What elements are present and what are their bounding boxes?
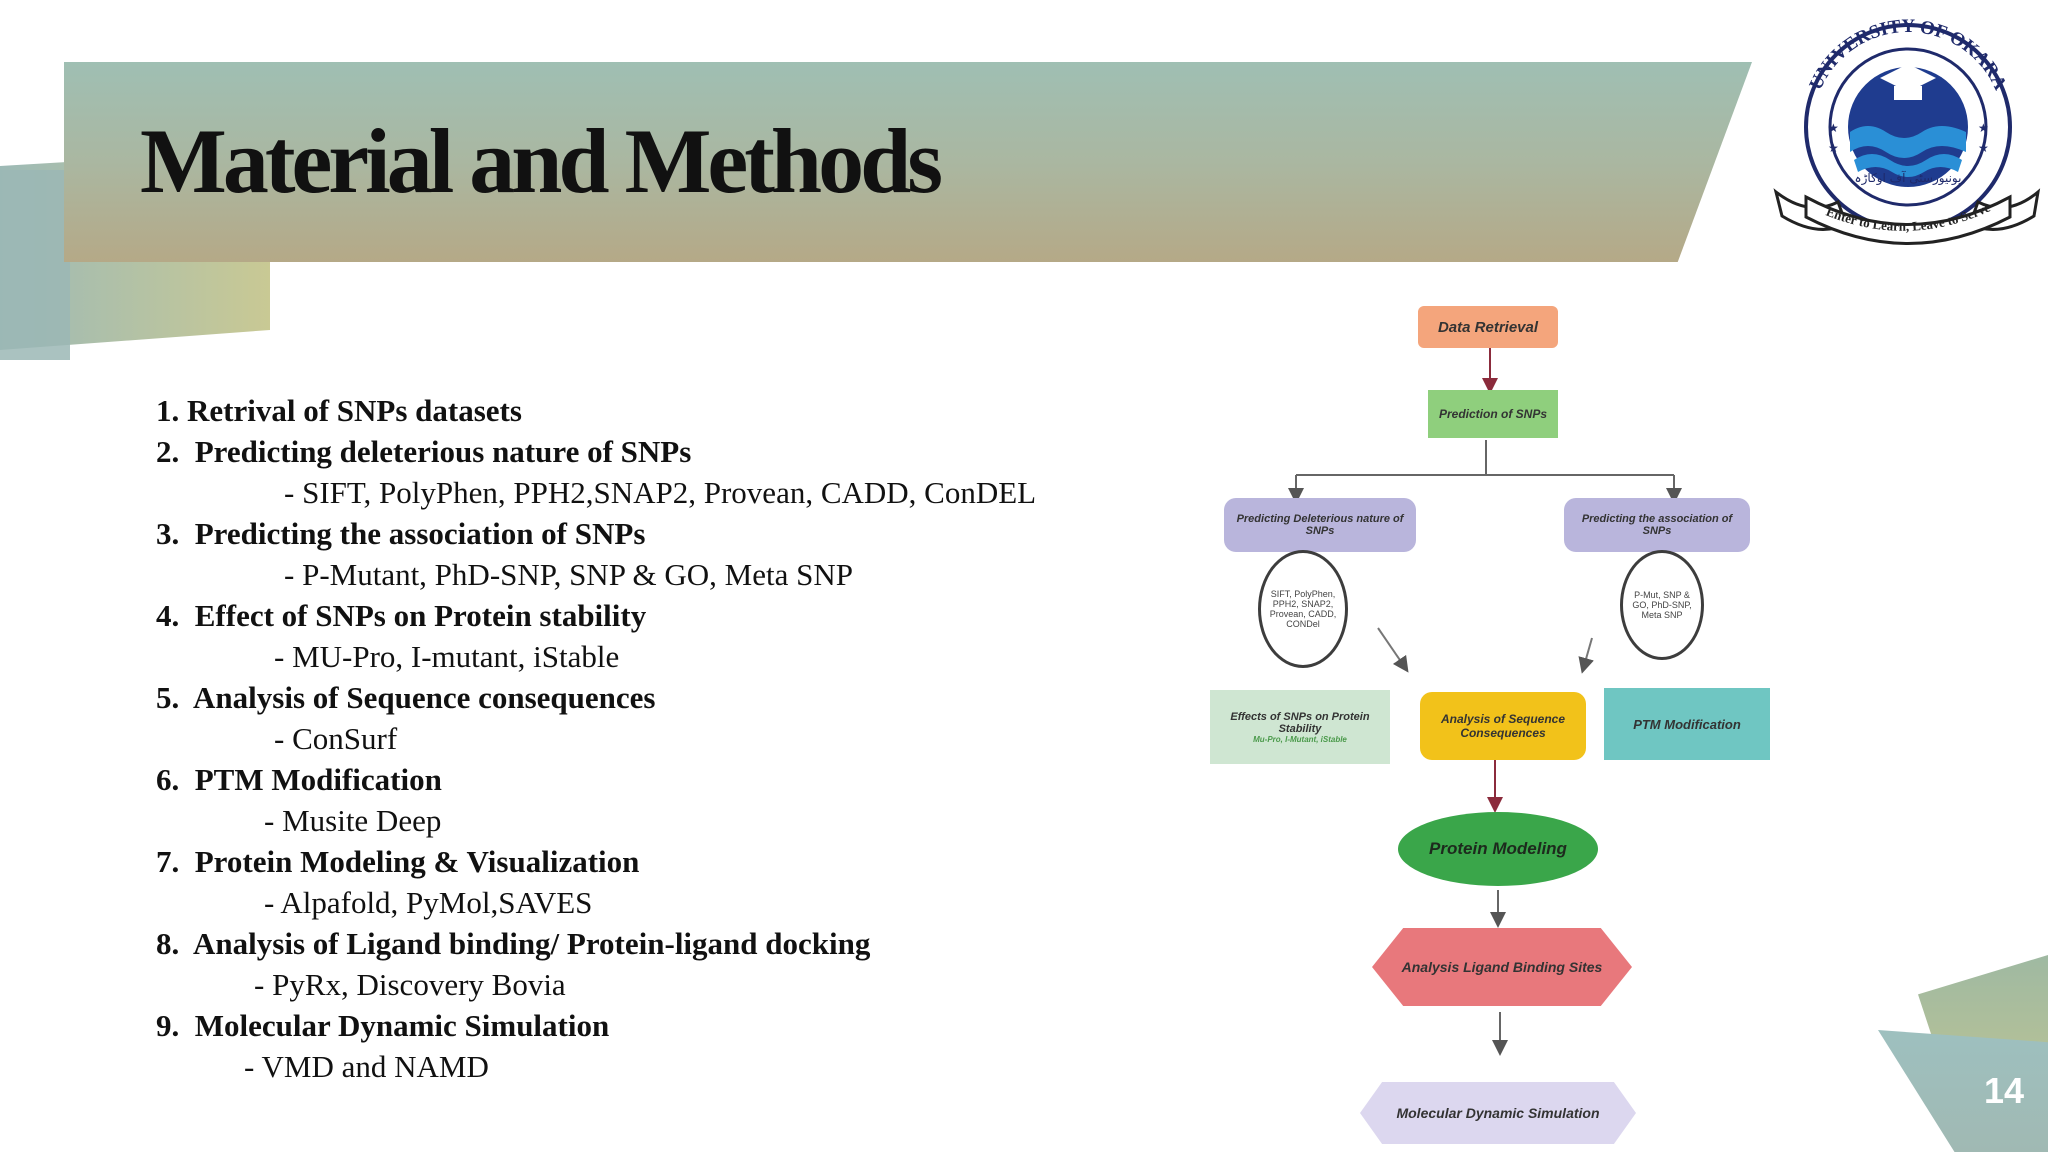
flow-node-protein-modeling: Protein Modeling xyxy=(1398,812,1598,886)
method-number: 8. xyxy=(156,926,180,961)
flow-node-predicting-deleterious: Predicting Deleterious nature of SNPs xyxy=(1224,498,1416,552)
flow-node-sequence-consequences: Analysis of Sequence Consequences xyxy=(1420,692,1586,760)
method-number: 3. xyxy=(156,516,180,551)
method-number: 1. xyxy=(156,393,180,428)
method-item-9: 9. Molecular Dynamic Simulation xyxy=(156,1005,1036,1046)
flowchart-connectors xyxy=(1288,348,1682,1056)
method-title: PTM Modification xyxy=(194,762,442,797)
method-tools: - MU-Pro, I-mutant, iStable xyxy=(274,639,620,674)
svg-text:★: ★ xyxy=(1978,141,1989,155)
method-tools: - ConSurf xyxy=(274,721,398,756)
method-tools: - VMD and NAMD xyxy=(244,1049,489,1084)
method-tools: - Alpafold, PyMol,SAVES xyxy=(264,885,593,920)
method-title: Analysis of Sequence consequences xyxy=(193,680,656,715)
method-number: 9. xyxy=(156,1008,180,1043)
method-title: Predicting the association of SNPs xyxy=(194,516,646,551)
flow-node-prediction-of-snps: Prediction of SNPs xyxy=(1428,390,1558,438)
method-number: 6. xyxy=(156,762,180,797)
method-number: 2. xyxy=(156,434,180,469)
svg-text:★: ★ xyxy=(1978,121,1989,135)
method-title: Predicting deleterious nature of SNPs xyxy=(194,434,692,469)
flow-tools-association: P-Mut, SNP & GO, PhD-SNP, Meta SNP xyxy=(1620,550,1704,660)
methods-list: 1. Retrival of SNPs datasets 2. Predicti… xyxy=(156,390,1036,1087)
university-logo: UNIVERSITY OF OKARA ★ ★ ★ ★ Enter to Lea… xyxy=(1773,16,2041,245)
method-tools: - Musite Deep xyxy=(264,803,442,838)
method-number: 5. xyxy=(156,680,180,715)
methods-flowchart: Data Retrieval Prediction of SNPs Predic… xyxy=(1200,300,1800,1150)
method-item-2: 2. Predicting deleterious nature of SNPs xyxy=(156,431,1036,472)
method-title: Protein Modeling & Visualization xyxy=(194,844,640,879)
method-number: 7. xyxy=(156,844,180,879)
flow-tools-deleterious: SIFT, PolyPhen, PPH2, SNAP2, Provean, CA… xyxy=(1258,550,1348,668)
flow-node-ligand-binding: Analysis Ligand Binding Sites xyxy=(1372,928,1632,1006)
page-number: 14 xyxy=(1983,1070,2024,1111)
method-title: Effect of SNPs on Protein stability xyxy=(194,598,647,633)
method-item-8: 8. Analysis of Ligand binding/ Protein-l… xyxy=(156,923,1036,964)
svg-text:★: ★ xyxy=(1828,121,1839,135)
flow-node-protein-stability: Effects of SNPs on Protein Stability Mu-… xyxy=(1210,690,1390,764)
method-item-7: 7. Protein Modeling & Visualization xyxy=(156,841,1036,882)
method-item-1: 1. Retrival of SNPs datasets xyxy=(156,390,1036,431)
method-item-3: 3. Predicting the association of SNPs xyxy=(156,513,1036,554)
title-banner xyxy=(64,62,1752,262)
svg-text:★: ★ xyxy=(1828,141,1839,155)
flow-node-predicting-association: Predicting the association of SNPs xyxy=(1564,498,1750,552)
method-item-6: 6. PTM Modification xyxy=(156,759,1036,800)
method-number: 4. xyxy=(156,598,180,633)
method-title: Retrival of SNPs datasets xyxy=(187,393,522,428)
method-item-4: 4. Effect of SNPs on Protein stability xyxy=(156,595,1036,636)
method-tools: - P-Mutant, PhD-SNP, SNP & GO, Meta SNP xyxy=(284,557,853,592)
logo-urdu-text: یونیورسٹی آف اوکاڑہ xyxy=(1855,170,1962,186)
flow-node-data-retrieval: Data Retrieval xyxy=(1418,306,1558,348)
method-title: Molecular Dynamic Simulation xyxy=(194,1008,610,1043)
decor-shape-left-edge xyxy=(0,170,70,360)
flow-node-ptm-modification: PTM Modification xyxy=(1604,688,1770,760)
method-title: Analysis of Ligand binding/ Protein-liga… xyxy=(193,926,871,961)
flow-node-molecular-dynamics: Molecular Dynamic Simulation xyxy=(1360,1082,1636,1144)
method-tools: - PyRx, Discovery Bovia xyxy=(254,967,566,1002)
page-title: Material and Methods xyxy=(140,110,943,212)
method-item-5: 5. Analysis of Sequence consequences xyxy=(156,677,1036,718)
method-tools: - SIFT, PolyPhen, PPH2,SNAP2, Provean, C… xyxy=(284,475,1037,510)
